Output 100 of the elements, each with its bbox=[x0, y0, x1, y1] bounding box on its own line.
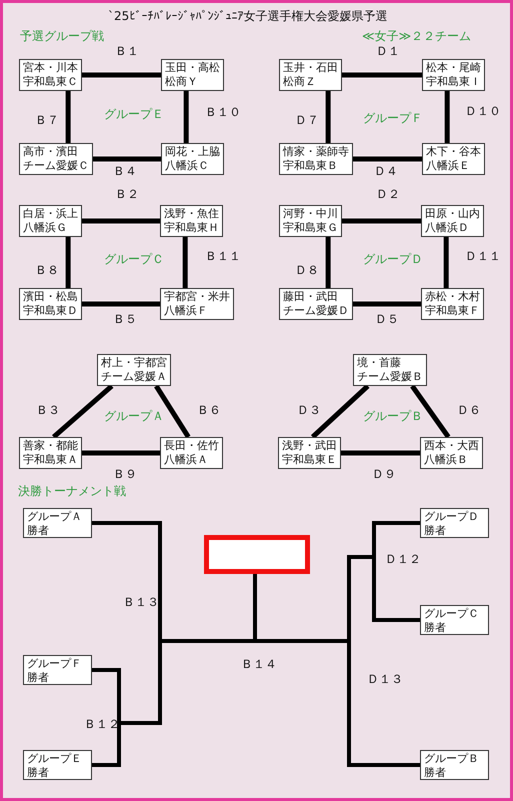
winner-box bbox=[23, 655, 92, 685]
group-label: グループＢ bbox=[363, 408, 423, 425]
player-names: 松本・尾崎 bbox=[426, 61, 481, 75]
team-box bbox=[353, 354, 427, 386]
team-count-heading: ≪女子≫２２チーム bbox=[362, 28, 472, 45]
group-name: グループＣ bbox=[424, 607, 480, 621]
player-names: 濱田・松島 bbox=[23, 290, 78, 304]
winner-box bbox=[420, 508, 489, 538]
player-names: 岡花・上脇 bbox=[165, 145, 220, 159]
team-name: 宇和島東Ｃ bbox=[23, 75, 78, 89]
player-names: 情家・薬師寺 bbox=[283, 145, 349, 159]
section-heading: 決勝トーナメント戦 bbox=[18, 483, 126, 500]
match-label: Ｂ１３ bbox=[123, 594, 159, 611]
team-box bbox=[279, 205, 342, 237]
edge-label: Ｄ４ bbox=[374, 163, 398, 180]
group-label: グループＡ bbox=[104, 408, 164, 425]
team-name: チーム愛媛Ｂ bbox=[357, 370, 423, 384]
team-name: 宇和島東Ｅ bbox=[282, 453, 337, 467]
match-line bbox=[82, 302, 160, 306]
edge-label: Ｂ４ bbox=[113, 163, 137, 180]
group-name: グループＡ bbox=[27, 510, 83, 524]
team-box bbox=[19, 205, 82, 237]
winner-box bbox=[420, 605, 489, 635]
player-names: 木下・谷本 bbox=[426, 145, 481, 159]
edge-label: Ｄ９ bbox=[372, 466, 396, 483]
match-line bbox=[154, 384, 190, 438]
match-line bbox=[82, 450, 160, 456]
match-line bbox=[184, 91, 189, 143]
edge-label: Ｂ３ bbox=[36, 402, 60, 419]
edge-label: Ｄ３ bbox=[297, 402, 321, 419]
team-name: 宇和島東Ｄ bbox=[23, 304, 78, 318]
match-line bbox=[182, 237, 188, 288]
edge-label: Ｄ６ bbox=[457, 402, 481, 419]
team-name: 八幡浜Ｇ bbox=[23, 221, 68, 235]
match-line bbox=[93, 156, 161, 162]
group-label: グループＤ bbox=[363, 251, 423, 268]
player-names: 藤田・武田 bbox=[283, 290, 339, 304]
player-names: 西本・大西 bbox=[424, 439, 479, 453]
match-line bbox=[310, 384, 370, 439]
team-name: 松商Ｚ bbox=[283, 75, 317, 89]
match-label: Ｂ１４ bbox=[241, 656, 277, 673]
team-box bbox=[421, 288, 484, 320]
player-names: 浅野・武田 bbox=[282, 439, 337, 453]
match-line bbox=[66, 237, 71, 288]
team-name: 宇和島東Ｂ bbox=[283, 159, 339, 173]
team-box bbox=[161, 143, 224, 175]
winner-label: 勝者 bbox=[27, 524, 50, 538]
match-line bbox=[342, 72, 422, 78]
group-name: グループＢ bbox=[424, 752, 480, 766]
match-label: Ｄ１２ bbox=[385, 551, 421, 568]
match-label: Ｂ１２ bbox=[84, 716, 120, 733]
edge-label: Ｄ１０ bbox=[465, 103, 501, 120]
team-box bbox=[97, 354, 171, 386]
match-line bbox=[326, 91, 331, 143]
match-line bbox=[353, 302, 421, 306]
match-line bbox=[82, 218, 160, 224]
team-name: 八幡浜Ｅ bbox=[426, 159, 471, 173]
player-names: 玉田・高松 bbox=[165, 61, 220, 75]
team-name: チーム愛媛Ａ bbox=[101, 370, 167, 384]
group-label: グループＣ bbox=[104, 251, 164, 268]
winner-label: 勝者 bbox=[424, 621, 447, 635]
group-label: グループＥ bbox=[104, 106, 164, 123]
edge-label: Ｄ２ bbox=[376, 186, 400, 203]
winner-label: 勝者 bbox=[424, 766, 447, 780]
winner-label: 勝者 bbox=[424, 524, 447, 538]
edge-label: Ｂ６ bbox=[197, 402, 221, 419]
edge-label: Ｂ７ bbox=[35, 112, 59, 129]
team-box bbox=[19, 437, 82, 469]
diagram-title: `25ﾋﾞｰﾁﾊﾞﾚｰｼﾞｬﾊﾟﾝｼﾞｭﾆｱ女子選手権大会愛媛県予選 bbox=[108, 8, 388, 25]
winner-box bbox=[23, 508, 92, 538]
winner-label: 勝者 bbox=[27, 766, 50, 780]
team-name: 八幡浜Ａ bbox=[164, 453, 209, 467]
edge-label: Ｂ１１ bbox=[205, 248, 241, 265]
winner-box bbox=[420, 750, 489, 780]
team-name: 宇和島東Ｇ bbox=[283, 221, 338, 235]
bracket-line bbox=[253, 574, 420, 767]
team-box bbox=[422, 143, 485, 175]
player-names: 境・首藤 bbox=[357, 356, 402, 370]
match-line bbox=[326, 237, 331, 288]
player-names: 赤松・木村 bbox=[425, 290, 480, 304]
match-line bbox=[444, 237, 449, 288]
edge-label: Ｄ５ bbox=[375, 311, 399, 328]
edge-label: Ｄ７ bbox=[295, 112, 319, 129]
match-line bbox=[52, 384, 114, 439]
edge-label: Ｂ１ bbox=[115, 43, 139, 60]
match-line bbox=[353, 156, 422, 162]
edge-label: Ｂ５ bbox=[113, 311, 137, 328]
team-name: 八幡浜Ｂ bbox=[424, 453, 469, 467]
team-name: 八幡浜Ｃ bbox=[165, 159, 210, 173]
team-box bbox=[420, 437, 483, 469]
section-heading: 予選グループ戦 bbox=[20, 28, 104, 45]
team-name: 八幡浜Ｆ bbox=[164, 304, 209, 318]
match-label: Ｄ１３ bbox=[367, 671, 403, 688]
team-box bbox=[161, 59, 224, 91]
team-box bbox=[279, 288, 353, 320]
group-name: グループＦ bbox=[27, 657, 83, 671]
edge-label: Ｄ１ bbox=[376, 43, 400, 60]
match-line bbox=[342, 218, 421, 224]
player-names: 田原・山内 bbox=[425, 207, 480, 221]
team-box bbox=[422, 59, 485, 91]
